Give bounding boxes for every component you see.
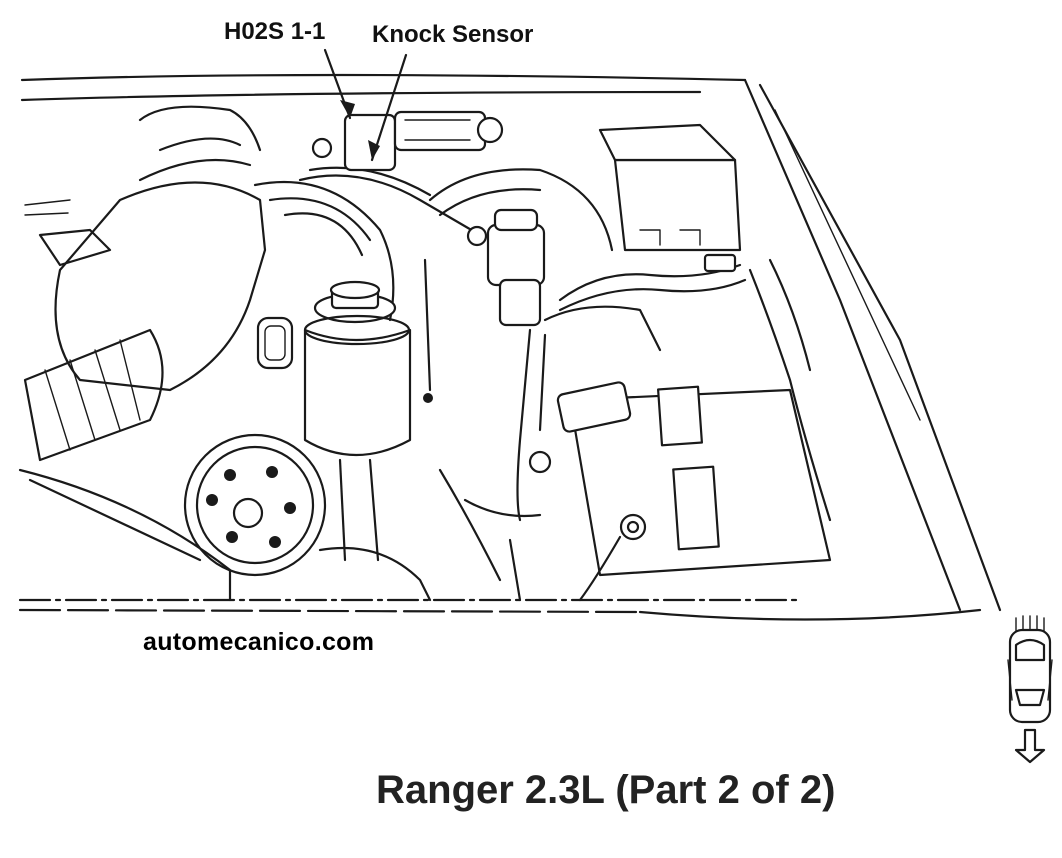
ho2s-label: H02S 1-1 bbox=[224, 18, 326, 45]
air-intake-assembly bbox=[23, 158, 294, 462]
diagram-caption: Ranger 2.3L (Part 2 of 2) bbox=[376, 768, 836, 812]
fuse-box bbox=[598, 123, 742, 252]
lower-engine-details bbox=[18, 393, 522, 602]
pulley bbox=[183, 433, 327, 577]
wiring-harness bbox=[463, 253, 832, 522]
knock-sensor-label: Knock Sensor bbox=[372, 21, 534, 48]
vehicle-front-arrow-icon bbox=[1007, 615, 1053, 764]
power-steering-reservoir bbox=[303, 280, 412, 562]
watermark: automecanico.com bbox=[143, 628, 375, 656]
sensor-cluster bbox=[311, 110, 504, 172]
front-frame-lines bbox=[18, 598, 982, 621]
battery bbox=[568, 385, 832, 602]
leader-lines bbox=[323, 48, 408, 162]
intake-manifold bbox=[138, 105, 488, 322]
hood-outline bbox=[20, 73, 1002, 612]
brake-booster bbox=[423, 168, 614, 392]
